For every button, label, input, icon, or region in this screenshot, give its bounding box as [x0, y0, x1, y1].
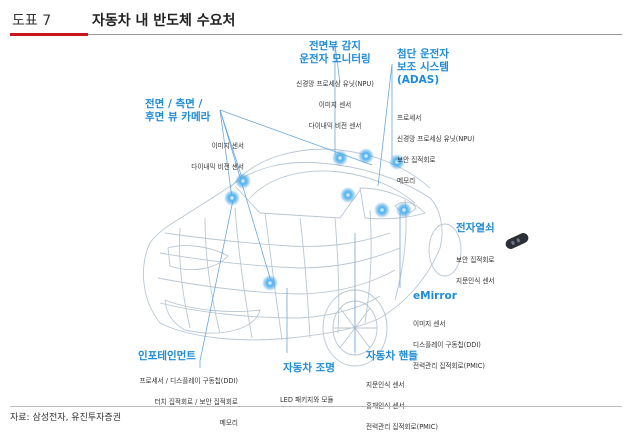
adas-title: 첨단 운전자 보조 시스템 (ADAS) — [397, 48, 449, 86]
smart-key-icon — [505, 233, 529, 249]
sensor-points — [224, 148, 412, 291]
front-camera-item: 이미지 센서 — [318, 100, 352, 109]
adas-item: 프로세서 — [397, 113, 422, 122]
lighting-title: 자동차 조명 — [283, 362, 335, 374]
smart-key-item: 지문인식 센서 — [456, 276, 495, 285]
source-note: 자료: 삼성전자, 유진투자증권 — [10, 413, 121, 423]
footer-divider — [10, 406, 622, 407]
lighting-items: LED 패키지와 모듈 — [280, 384, 380, 416]
smart-key-title: 전자열쇠 — [456, 222, 495, 234]
emirror-title: eMirror — [413, 290, 457, 302]
figure-header: 도표 7 자동차 내 반도체 수요처 — [10, 6, 622, 36]
steering-item: 지문인식 센서 — [366, 380, 405, 389]
car-semiconductor-diagram: 전면부 감지 운전자 모니터링 신경망 프로세싱 유닛(NPU) 이미지 센서 … — [0, 38, 635, 431]
figure-title: 자동차 내 반도체 수요처 — [92, 13, 236, 29]
side-rear-camera-title: 전면 / 측면 / 후면 뷰 카메라 — [145, 98, 211, 123]
infotainment-item: 메모리 — [219, 418, 238, 427]
leader-lines — [199, 43, 401, 368]
smart-key-items: 보안 집적회로 지문인식 센서 — [456, 244, 536, 297]
emirror-item: 전력관리 집적회로(PMIC) — [413, 361, 485, 370]
steering-item: 전력관리 집적회로(PMIC) — [366, 422, 438, 431]
car-wireframe-illustration — [142, 43, 529, 368]
header-divider — [88, 34, 622, 35]
lighting-item: LED 패키지와 모듈 — [280, 395, 334, 404]
steering-item: 홍채인식 센서 — [366, 401, 486, 412]
side-rear-camera-items: 이미지 센서 다이내믹 비전 센서 — [134, 130, 244, 183]
steering-title: 자동차 핸들 — [366, 350, 418, 362]
adas-item: 메모리 — [397, 176, 416, 185]
side-rear-camera-item: 다이내믹 비전 센서 — [191, 162, 244, 171]
adas-items: 프로세서 신경망 프로세싱 유닛(NPU) 보안 집적회로 메모리 — [397, 102, 527, 197]
front-camera-items: 신경망 프로세싱 유닛(NPU) 이미지 센서 다이내믹 비전 센서 — [265, 68, 405, 142]
figure-label: 도표 7 — [12, 13, 52, 29]
steering-items: 지문인식 센서 홍채인식 센서 전력관리 집적회로(PMIC) — [366, 369, 486, 443]
infotainment-item: 프로세서 / 디스플레이 구동칩(DDI) — [139, 376, 238, 385]
front-camera-title: 전면부 감지 운전자 모니터링 — [299, 40, 371, 65]
emirror-item: 디스플레이 구동칩(DDI) — [413, 340, 481, 349]
front-camera-item: 다이내믹 비전 센서 — [308, 121, 362, 130]
infotainment-title: 인포테인먼트 — [138, 350, 196, 362]
infotainment-item: 터치 집적회로 / 보안 집적회로 — [154, 397, 238, 406]
adas-item: 신경망 프로세싱 유닛(NPU) — [397, 134, 475, 143]
smart-key-item: 보안 집적회로 — [456, 255, 495, 264]
emirror-items: 이미지 센서 디스플레이 구동칩(DDI) 전력관리 집적회로(PMIC) — [413, 308, 533, 382]
header-accent-rule — [10, 33, 88, 36]
infotainment-items: 프로세서 / 디스플레이 구동칩(DDI) 터치 집적회로 / 보안 집적회로 … — [88, 365, 238, 439]
side-rear-camera-item: 이미지 센서 — [211, 141, 244, 150]
adas-item: 보안 집적회로 — [397, 155, 436, 164]
emirror-item: 이미지 센서 — [413, 319, 446, 328]
front-camera-item: 신경망 프로세싱 유닛(NPU) — [296, 79, 374, 88]
